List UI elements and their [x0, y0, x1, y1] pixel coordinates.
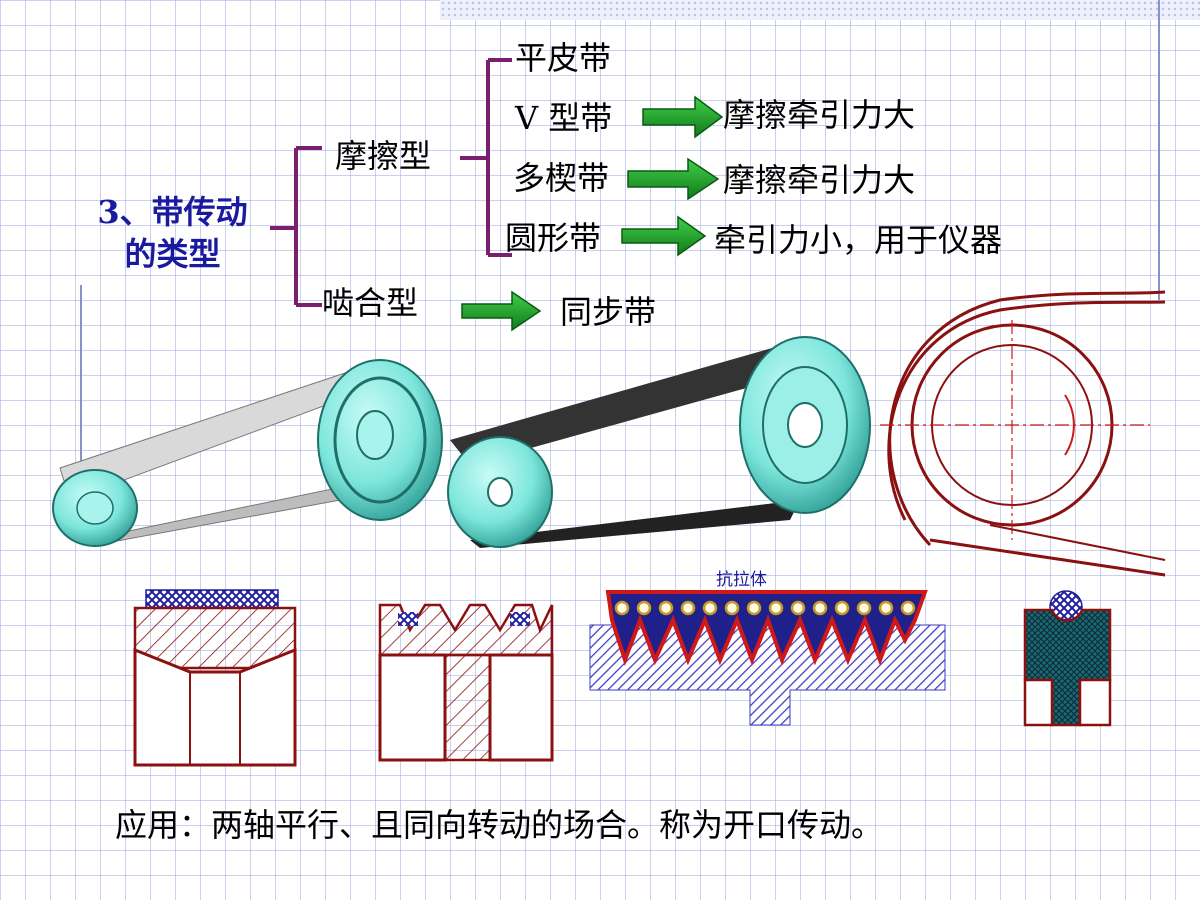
v-belt-drive: [447, 336, 871, 548]
round-belt-result: 牵引力小，用于仪器: [714, 221, 1003, 259]
multi-wedge-result: 摩擦牵引力大: [723, 161, 916, 199]
arrow-meshing: [461, 290, 542, 332]
synchronous-belt-label: 同步带: [560, 293, 657, 331]
header-dotted-band: [440, 0, 1200, 20]
arrow-round-belt: [621, 215, 707, 257]
v-belt-label: V 型带: [515, 99, 613, 137]
application-note: 应用：两轴平行、且同向转动的场合。称为开口传动。: [115, 806, 884, 844]
arrow-multi-wedge: [627, 157, 720, 201]
tension-member-label: 抗拉体: [716, 570, 767, 590]
v-belt-section: [378, 603, 554, 762]
round-belt-label: 圆形带: [505, 219, 602, 257]
v-belt-result: 摩擦牵引力大: [723, 96, 916, 134]
toothed-pulley-drawing: [880, 290, 1166, 577]
multi-wedge-belt-label: 多楔带: [513, 159, 610, 197]
category-title-line1: 3、带传动: [97, 193, 248, 231]
slide-border-line-left: [80, 285, 82, 485]
slide-border-line-right: [1158, 0, 1160, 300]
category-title-line2: 的类型: [124, 234, 221, 273]
synchronous-belt-section: [589, 590, 946, 726]
flat-belt-label: 平皮带: [515, 39, 612, 77]
flat-belt-drive: [52, 359, 443, 547]
bracket-friction: [460, 58, 512, 257]
category-title: 3、带传动 的类型: [60, 192, 285, 275]
friction-type-label: 摩擦型: [335, 137, 432, 175]
round-belt-section: [1023, 590, 1112, 727]
arrow-v-belt: [642, 95, 724, 139]
flat-belt-section: [133, 589, 297, 767]
meshing-type-label: 啮合型: [322, 284, 419, 322]
bracket-main: [270, 146, 322, 307]
